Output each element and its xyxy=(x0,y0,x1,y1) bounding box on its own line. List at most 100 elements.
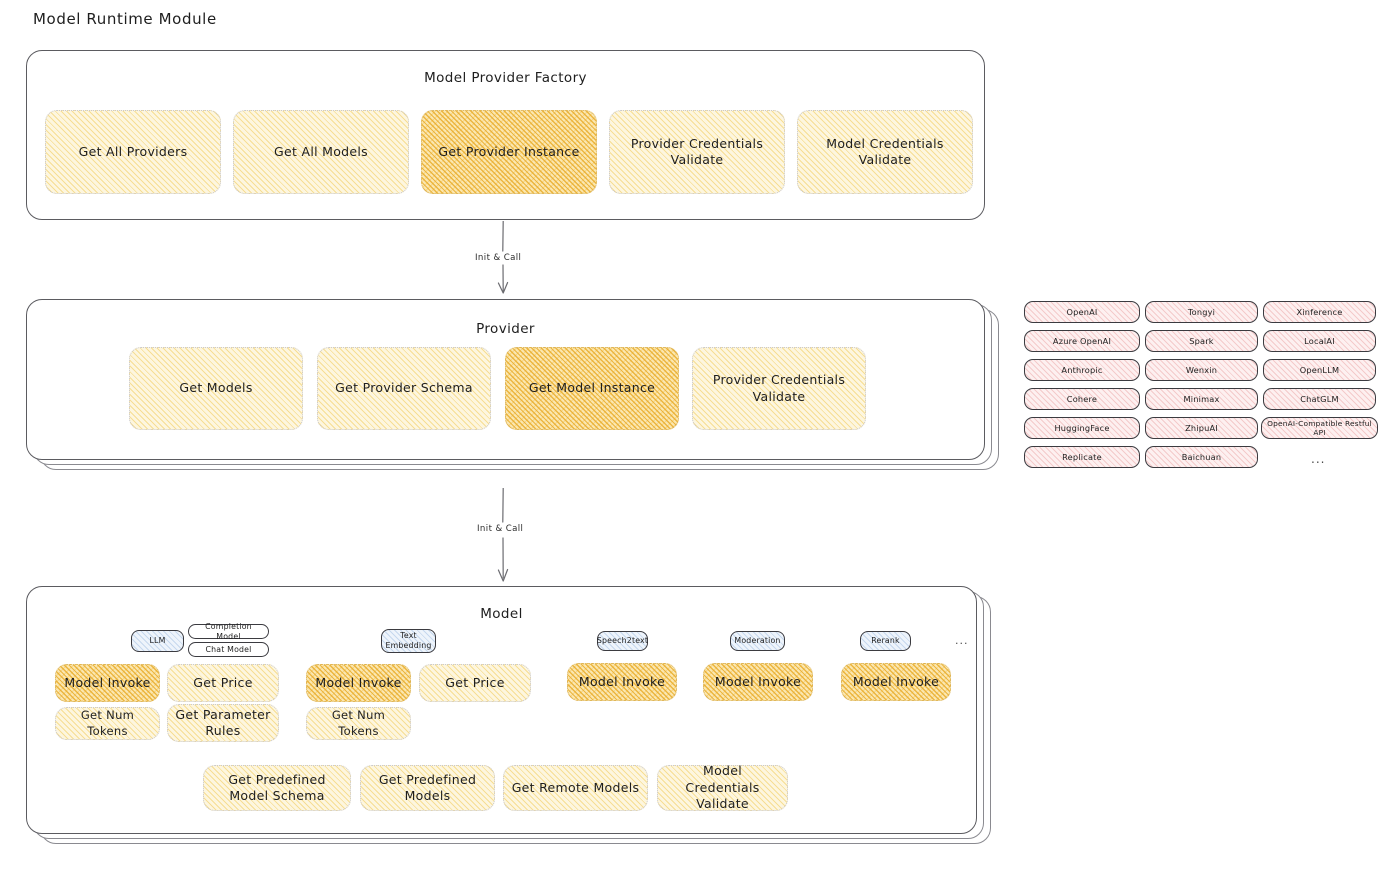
provider-chip-tongyi[interactable]: Tongyi xyxy=(1145,301,1258,323)
model-common-method-get-remote-models[interactable]: Get Remote Models xyxy=(503,765,648,811)
factory-method-label: Get Provider Instance xyxy=(438,143,580,159)
provider-chip-minimax[interactable]: Minimax xyxy=(1145,388,1258,410)
factory-method-get-all-models[interactable]: Get All Models xyxy=(233,110,409,194)
model-common-method-get-predefined-models[interactable]: Get Predefined Models xyxy=(360,765,495,811)
provider-chip-label: Cohere xyxy=(1066,394,1098,404)
provider-chip-huggingface[interactable]: HuggingFace xyxy=(1024,417,1140,439)
model-common-method-get-predefined-model-schema[interactable]: Get Predefined Model Schema xyxy=(203,765,351,811)
provider-method-label: Provider Credentials Validate xyxy=(712,372,846,404)
llm-method-get-parameter-rules[interactable]: Get Parameter Rules xyxy=(167,704,279,742)
model-type-badge-text-embedding[interactable]: Text Embedding xyxy=(381,629,436,653)
provider-chip-label: HuggingFace xyxy=(1054,423,1110,433)
method-label: Get Num Tokens xyxy=(331,708,386,738)
provider-chip-label: Wenxin xyxy=(1185,365,1218,375)
rerank-method-model-invoke[interactable]: Model Invoke xyxy=(841,663,951,701)
model-types-more-ellipsis: ... xyxy=(955,634,969,647)
llm-method-model-invoke[interactable]: Model Invoke xyxy=(55,664,160,702)
model-subtype-label: Completion Model xyxy=(205,621,252,641)
provider-chip-spark[interactable]: Spark xyxy=(1145,330,1258,352)
connector-1-label: Init & Call xyxy=(472,253,525,263)
model-common-method-model-credentials-validate[interactable]: Model Credentials Validate xyxy=(657,763,788,812)
model-type-badge-rerank[interactable]: Rerank xyxy=(860,631,911,651)
provider-method-label: Get Provider Schema xyxy=(335,380,473,396)
model-subtype-badge-completion-model[interactable]: Completion Model xyxy=(188,621,269,641)
arrow-down-icon xyxy=(497,220,509,294)
method-label: Model Invoke xyxy=(714,673,802,689)
provider-chip-azure-openai[interactable]: Azure OpenAI xyxy=(1024,330,1140,352)
provider-list-more-ellipsis: ... xyxy=(1311,452,1326,466)
provider-chip-label: Minimax xyxy=(1183,394,1220,404)
model-subtype-badge-chat-model[interactable]: Chat Model xyxy=(188,642,269,657)
provider-chip-openai[interactable]: OpenAI xyxy=(1024,301,1140,323)
provider-chip-label: OpenLLM xyxy=(1299,365,1340,375)
connector-2-label: Init & Call xyxy=(474,524,527,534)
provider-method-label: Get Models xyxy=(179,380,253,396)
model-type-badge-llm[interactable]: LLM xyxy=(131,630,184,652)
model-type-label: Speech2text xyxy=(596,636,649,646)
factory-method-label: Provider Credentials Validate xyxy=(630,135,764,168)
provider-chip-label: OpenAI xyxy=(1066,307,1098,317)
moderation-method-model-invoke[interactable]: Model Invoke xyxy=(703,663,813,701)
model-type-label: Rerank xyxy=(871,636,900,646)
method-label: Get Predefined Models xyxy=(378,771,477,804)
model-type-label: Text Embedding xyxy=(385,631,432,650)
method-label: Get Price xyxy=(445,674,505,690)
provider-chip-localai[interactable]: LocalAI xyxy=(1263,330,1376,352)
method-label: Model Credentials Validate xyxy=(685,763,760,812)
model-type-badge-moderation[interactable]: Moderation xyxy=(730,631,785,651)
provider-chip-label: Xinference xyxy=(1296,307,1343,317)
llm-method-get-price[interactable]: Get Price xyxy=(167,664,279,702)
factory-method-label: Get All Providers xyxy=(78,143,188,159)
method-label: Model Invoke xyxy=(578,673,666,689)
provider-chip-baichuan[interactable]: Baichuan xyxy=(1145,446,1258,468)
provider-chip-label: Anthropic xyxy=(1061,365,1103,375)
factory-title: Model Provider Factory xyxy=(424,70,587,86)
method-label: Get Num Tokens xyxy=(80,708,135,738)
provider-title: Provider xyxy=(476,321,535,337)
factory-method-label: Model Credentials Validate xyxy=(826,135,944,168)
provider-method-get-model-instance[interactable]: Get Model Instance xyxy=(505,347,679,430)
factory-method-model-credentials-validate[interactable]: Model Credentials Validate xyxy=(797,110,973,194)
factory-method-get-all-providers[interactable]: Get All Providers xyxy=(45,110,221,194)
provider-chip-zhipuai[interactable]: ZhipuAI xyxy=(1145,417,1258,439)
provider-chip-cohere[interactable]: Cohere xyxy=(1024,388,1140,410)
provider-chip-openai-compatible-restful-api[interactable]: OpenAI-Compatible Restful API xyxy=(1261,417,1378,439)
provider-chip-label: Replicate xyxy=(1062,452,1102,462)
model-title: Model xyxy=(480,606,523,622)
provider-chip-label: ChatGLM xyxy=(1300,394,1339,404)
provider-chip-label: LocalAI xyxy=(1304,336,1335,346)
provider-chip-openllm[interactable]: OpenLLM xyxy=(1263,359,1376,381)
connector-provider-to-model xyxy=(495,487,511,588)
provider-chip-wenxin[interactable]: Wenxin xyxy=(1145,359,1258,381)
method-label: Model Invoke xyxy=(852,673,940,689)
model-type-label: Moderation xyxy=(734,636,781,646)
provider-chip-replicate[interactable]: Replicate xyxy=(1024,446,1140,468)
arrow-down-icon xyxy=(497,487,509,582)
provider-chip-label: OpenAI-Compatible Restful API xyxy=(1267,419,1372,437)
provider-method-label: Get Model Instance xyxy=(528,380,656,396)
text-embedding-method-get-price[interactable]: Get Price xyxy=(419,664,531,702)
method-label: Get Remote Models xyxy=(511,779,640,795)
model-type-badge-speech2text[interactable]: Speech2text xyxy=(597,631,648,651)
provider-method-get-provider-schema[interactable]: Get Provider Schema xyxy=(317,347,491,430)
provider-method-provider-credentials-validate[interactable]: Provider Credentials Validate xyxy=(692,347,866,430)
method-label: Model Invoke xyxy=(315,674,402,690)
llm-method-get-num-tokens[interactable]: Get Num Tokens xyxy=(55,707,160,740)
provider-method-get-models[interactable]: Get Models xyxy=(129,347,303,430)
provider-chip-anthropic[interactable]: Anthropic xyxy=(1024,359,1140,381)
method-label: Get Price xyxy=(193,674,253,690)
factory-method-provider-credentials-validate[interactable]: Provider Credentials Validate xyxy=(609,110,785,194)
provider-chip-label: Tongyi xyxy=(1187,307,1216,317)
text-embedding-method-get-num-tokens[interactable]: Get Num Tokens xyxy=(306,707,411,740)
provider-chip-xinference[interactable]: Xinference xyxy=(1263,301,1376,323)
connector-factory-to-provider xyxy=(495,220,511,299)
factory-method-label: Get All Models xyxy=(274,143,368,159)
model-subtype-label: Chat Model xyxy=(205,644,252,654)
text-embedding-method-model-invoke[interactable]: Model Invoke xyxy=(306,664,411,702)
model-type-label: LLM xyxy=(149,636,166,646)
factory-method-get-provider-instance[interactable]: Get Provider Instance xyxy=(421,110,597,194)
provider-chip-chatglm[interactable]: ChatGLM xyxy=(1263,388,1376,410)
speech2text-method-model-invoke[interactable]: Model Invoke xyxy=(567,663,677,701)
provider-card: Provider Get Models Get Provider Schema … xyxy=(26,299,985,460)
